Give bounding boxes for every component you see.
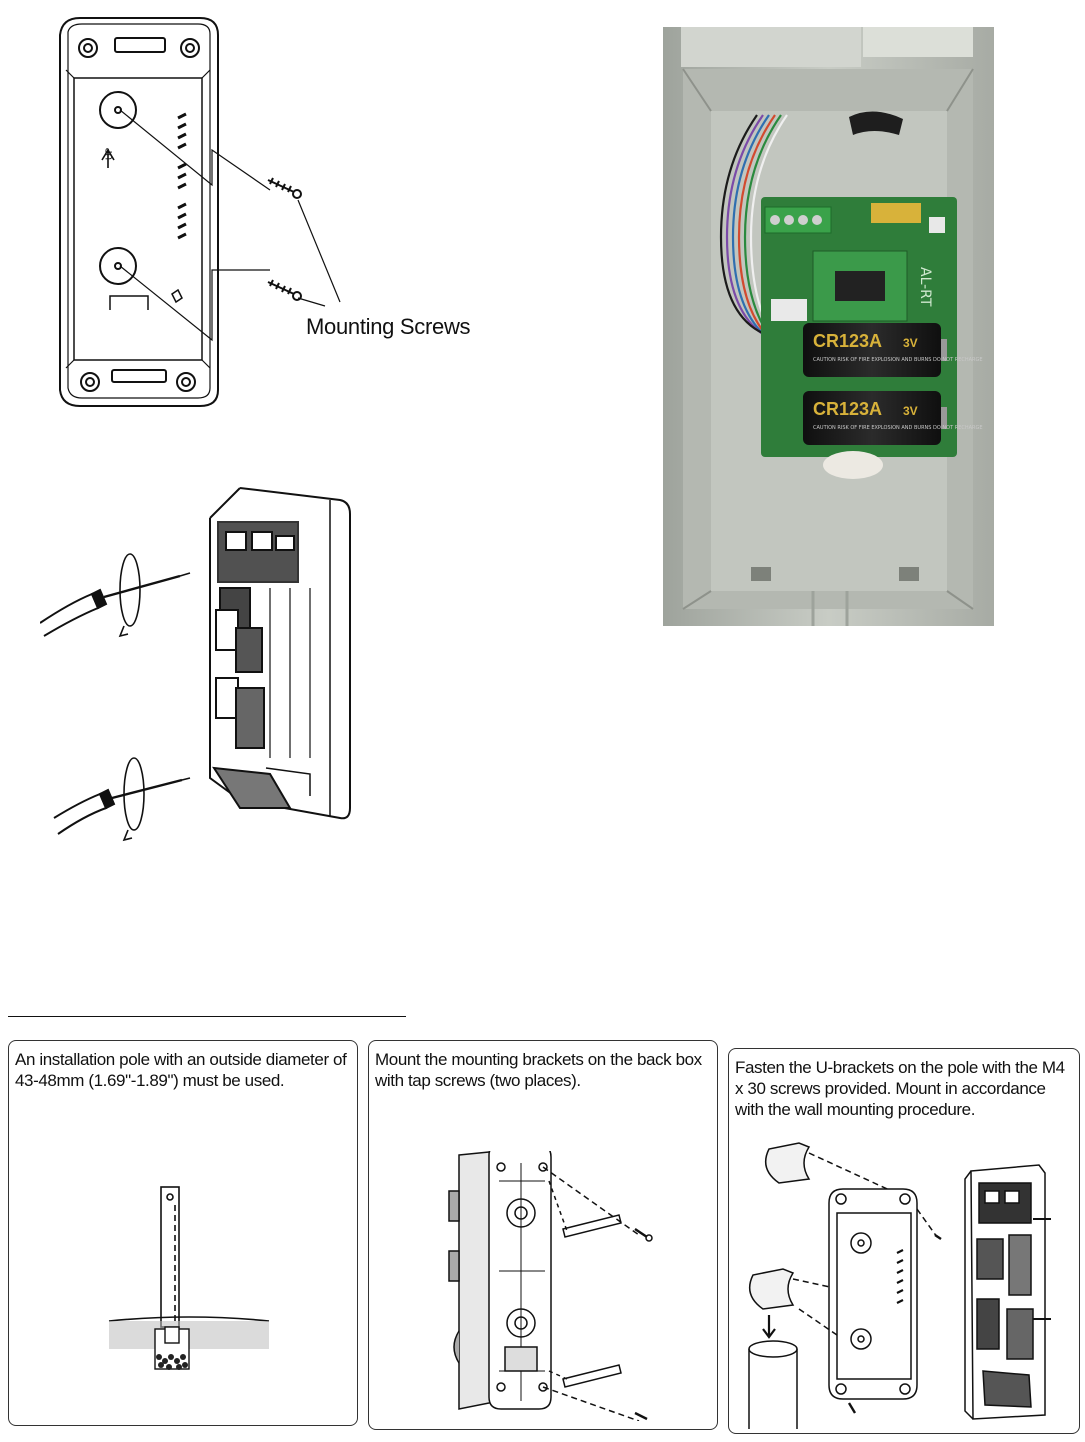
battery-top-warning: CAUTION RISK OF FIRE EXPLOSION AND BURNS… — [813, 357, 983, 363]
panel-u-brackets: Fasten the U-brackets on the pole with t… — [728, 1048, 1080, 1434]
pcb-label: AL-RT — [917, 267, 933, 307]
battery-top: CR123A 3V CAUTION RISK OF FIRE EXPLOSION… — [803, 323, 983, 377]
photo-drawing: AL-RT CR123A 3V CAUTION RISK OF FIRE EXP… — [663, 27, 994, 626]
panel-install-pole-text: An installation pole with an outside dia… — [15, 1050, 347, 1090]
screwdriver-figure — [40, 478, 360, 850]
battery-bottom-warning: CAUTION RISK OF FIRE EXPLOSION AND BURNS… — [813, 425, 983, 431]
backbox-mounting-figure: UP Mounting Screws — [40, 10, 480, 410]
screwdriver-drawing — [40, 487, 351, 842]
section-divider — [8, 1016, 406, 1017]
battery-bottom: CR123A 3V CAUTION RISK OF FIRE EXPLOSION… — [803, 391, 983, 445]
battery-bottom-voltage: 3V — [903, 404, 918, 418]
battery-bottom-model: CR123A — [813, 399, 882, 419]
up-marker: UP — [105, 147, 115, 160]
panel-install-pole: An installation pole with an outside dia… — [8, 1040, 358, 1426]
battery-top-model: CR123A — [813, 331, 882, 351]
battery-top-voltage: 3V — [903, 336, 918, 350]
u-bracket-drawing — [748, 1142, 1051, 1429]
mounting-screws-label: Mounting Screws — [306, 314, 471, 339]
housing-photo: AL-RT CR123A 3V CAUTION RISK OF FIRE EXP… — [663, 27, 994, 626]
panel-mount-brackets-text: Mount the mounting brackets on the back … — [375, 1050, 702, 1090]
backbox-drawing: UP — [59, 17, 341, 407]
panel-u-brackets-text: Fasten the U-brackets on the pole with t… — [735, 1058, 1065, 1119]
bracket-drawing — [448, 1151, 653, 1421]
pole-drawing — [108, 1186, 270, 1370]
panel-mount-brackets: Mount the mounting brackets on the back … — [368, 1040, 718, 1430]
